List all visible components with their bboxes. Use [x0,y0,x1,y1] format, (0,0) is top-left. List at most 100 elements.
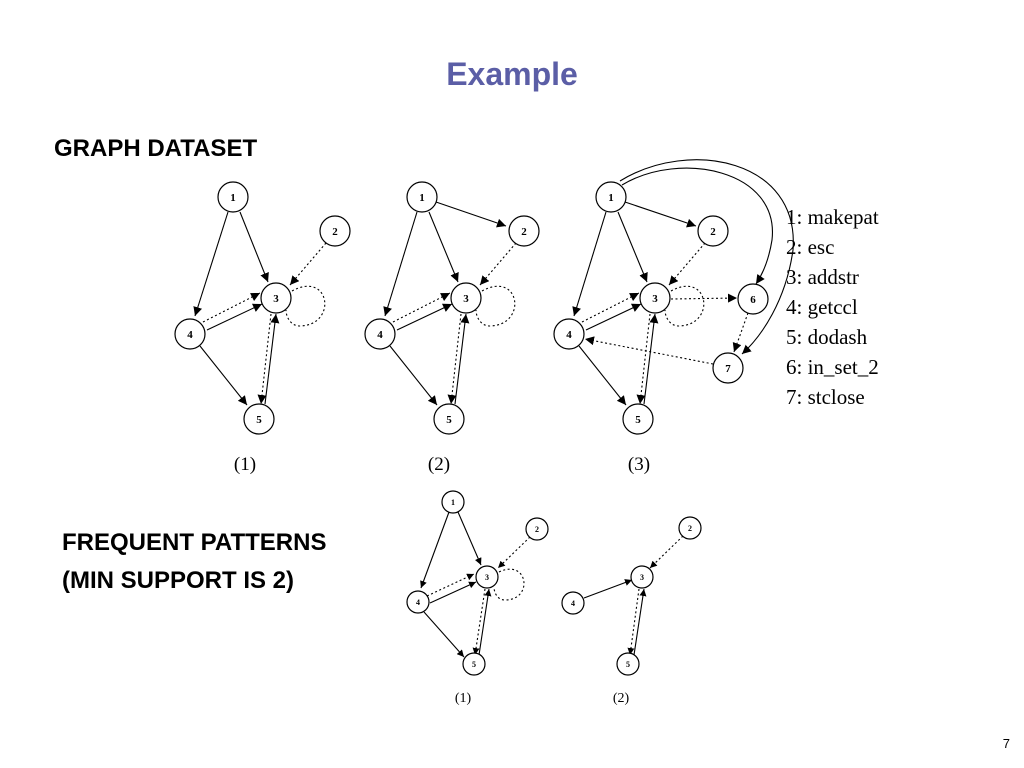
edge-2-3 [497,536,531,569]
edge-4-3-solid [429,581,477,604]
edge-4-3-dotted [202,292,261,323]
dataset-1-node-5: 5 [243,403,275,435]
pattern-1-node-5: 5 [462,652,486,676]
edge-4-3-dotted [581,292,640,323]
legend-item-3: 3: addstr [786,265,859,289]
edge-2-3 [479,242,517,286]
dataset-3-node-5: 5 [622,403,654,435]
dataset-graph-1 [193,211,327,406]
edge-1-3 [428,211,459,283]
edge-4-5 [389,345,438,406]
legend-item-7: 7: stclose [786,385,865,409]
dataset-1-node-3: 3 [260,282,292,314]
section-graph-dataset: GRAPH DATASET [54,135,258,162]
svg-text:5: 5 [635,414,641,426]
pattern-2-node-4: 4 [561,591,585,615]
edge-5-3 [643,313,659,405]
dataset-1-node-1: 1 [217,181,249,213]
edge-3-5 [257,313,272,405]
svg-text:1: 1 [451,498,455,507]
svg-text:5: 5 [626,660,630,669]
edge-1-4 [420,511,450,589]
dataset-3-node-6: 6 [737,283,769,315]
patterns-heading-line1: FREQUENT PATTERNS [62,529,327,556]
svg-text:4: 4 [416,598,420,607]
dataset-caption-3: (3) [628,454,650,475]
dataset-3-node-7: 7 [712,352,744,384]
edge-2-3 [668,242,706,286]
edge-6-7 [732,312,749,353]
svg-text:4: 4 [187,329,193,341]
svg-text:2: 2 [521,226,527,238]
svg-text:2: 2 [710,226,716,238]
edge-4-3 [583,579,633,599]
svg-text:3: 3 [652,293,658,305]
edge-3-6 [670,293,738,303]
slide-title: Example [446,56,578,92]
legend-item-6: 6: in_set_2 [786,355,879,379]
edge-3-self-loop [664,285,705,327]
pattern-graph-2 [583,535,684,656]
svg-text:6: 6 [750,294,756,306]
edge-1-4 [383,211,418,317]
dataset-1-node-4: 4 [174,318,206,350]
svg-text:1: 1 [230,192,236,204]
patterns-heading-line2: (MIN SUPPORT IS 2) [62,567,295,594]
pattern-graph-1 [420,511,531,658]
dataset-2-node-3: 3 [450,282,482,314]
pattern-2-node-3: 3 [630,565,654,589]
edge-1-3 [239,211,269,283]
svg-text:4: 4 [566,329,572,341]
dataset-3-node-1: 1 [595,181,627,213]
edge-7-4 [584,336,714,365]
pattern-2-node-2: 2 [678,516,702,540]
edge-3-5 [636,313,651,405]
edge-1-7 [619,159,794,355]
svg-text:1: 1 [608,192,614,204]
pattern-caption-2: (2) [613,691,630,706]
svg-text:3: 3 [273,293,279,305]
pattern-1-node-1: 1 [441,490,465,514]
section-frequent-patterns: FREQUENT PATTERNS (MIN SUPPORT IS 2) [62,524,326,600]
dataset-graph-3 [572,159,794,406]
edge-4-5 [199,345,248,406]
pattern-1-node-3: 3 [475,565,499,589]
dataset-2-node-2: 2 [508,215,540,247]
edge-4-3-solid [396,303,453,331]
pattern-caption-1: (1) [455,691,472,706]
node-legend: 1: makepat 2: esc 3: addstr 4: getccl 5:… [786,205,879,409]
legend-item-4: 4: getccl [786,295,858,319]
svg-text:1: 1 [419,192,425,204]
edge-5-3 [633,588,647,656]
edge-2-3 [649,535,684,569]
edge-2-3 [289,242,327,286]
dataset-3-node-4: 4 [553,318,585,350]
svg-text:4: 4 [377,329,383,341]
edge-1-4 [193,211,229,317]
svg-text:4: 4 [571,599,575,608]
dataset-3-node-3: 3 [639,282,671,314]
legend-item-1: 1: makepat [786,205,879,229]
legend-item-2: 2: esc [786,235,834,259]
edge-5-3 [264,313,280,405]
legend-item-5: 5: dodash [786,325,868,349]
svg-text:2: 2 [332,226,338,238]
svg-text:5: 5 [472,660,476,669]
svg-text:5: 5 [256,414,262,426]
edge-4-5 [578,345,627,406]
edge-4-3-solid [585,303,642,331]
edge-3-self-loop [475,285,516,327]
edge-5-3 [454,313,470,405]
edge-1-3 [617,211,648,283]
pattern-1-node-4: 4 [406,590,430,614]
edge-4-3-solid [206,303,263,331]
edge-1-3 [457,511,482,566]
edge-1-2 [435,201,507,228]
edge-4-3-dotted [392,292,451,323]
page-number: 7 [1002,736,1010,751]
edge-3-5 [447,313,462,405]
edge-1-6 [621,167,773,285]
dataset-caption-1: (1) [234,454,256,475]
pattern-1-node-2: 2 [525,517,549,541]
